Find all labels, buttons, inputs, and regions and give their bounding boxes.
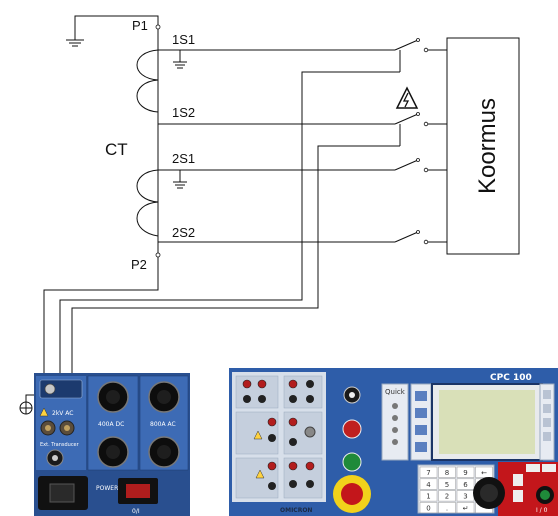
keypad-key-label: 8 [445, 469, 449, 477]
up-button[interactable] [513, 474, 523, 486]
quick-label: Quick [385, 388, 406, 396]
brand-label: OMICRON [280, 507, 312, 514]
keypad-key[interactable] [438, 478, 456, 490]
terminal-1s2-label: 1S2 [172, 105, 195, 120]
io-label: I / 0 [536, 507, 548, 514]
socket-group-3 [235, 411, 279, 455]
terminal-2s1-label: 2S1 [172, 151, 195, 166]
lcd-screen [439, 390, 535, 454]
keypad-key-label: 7 [426, 469, 430, 477]
power-switch-label: 0/I [132, 508, 140, 515]
socket-group-5 [235, 457, 279, 499]
circuit-lines [25, 15, 447, 404]
ac-label: 800A AC [150, 421, 176, 428]
switch-1s2 [394, 113, 419, 125]
p1-ground-wire [74, 15, 159, 40]
switch-1s1 [394, 39, 419, 51]
left-arrow-button[interactable] [526, 464, 540, 472]
test-lead-1 [59, 71, 400, 385]
start-button[interactable] [342, 452, 362, 472]
warning-mini-icon [39, 407, 49, 417]
keypad-key-label: 6 [463, 481, 468, 489]
keypad-key[interactable] [419, 466, 438, 478]
power-label: POWER [96, 485, 118, 492]
right-arrow-button[interactable] [542, 464, 556, 472]
terminal-2s2-label: 2S2 [172, 225, 195, 240]
keypad-key[interactable] [438, 490, 456, 502]
terminal-p1-label: P1 [132, 18, 148, 33]
keypad-key-label: ← [481, 469, 487, 477]
keypad-key[interactable] [456, 478, 475, 490]
model-label: CPC 100 [490, 373, 532, 383]
keypad-key-label: 9 [463, 469, 467, 477]
quick-panel [381, 383, 409, 461]
ct-coil-1 [136, 49, 159, 113]
switch-2s2 [394, 231, 419, 243]
ground-symbol-p1 [66, 39, 84, 47]
terminal-1s1-label: 1S1 [172, 32, 195, 47]
ground-symbol-1s1 [173, 50, 187, 69]
down-button[interactable] [513, 490, 523, 502]
ground-symbol-device [19, 401, 33, 415]
ext-transducer-label: Ext. Transducer [40, 442, 80, 448]
emergency-stop-button[interactable] [341, 483, 363, 505]
keypad-key[interactable] [438, 466, 456, 478]
left-device-panel: 2kV AC Ext. Transducer 400A DC 800A AC P… [34, 373, 190, 516]
load-label: Koormus [474, 98, 501, 194]
socket-group-4 [283, 411, 323, 455]
switch-2s1 [394, 159, 419, 171]
dc-label: 400A DC [98, 421, 124, 428]
keypad-key-label: 4 [426, 481, 431, 489]
keypad-key[interactable] [456, 502, 475, 514]
high-voltage-warning-icon [395, 86, 419, 109]
keypad-key-label: 5 [445, 481, 449, 489]
ct-label: CT [105, 140, 128, 159]
terminal-p2-label: P2 [131, 257, 147, 272]
keypad-key-label: 2 [445, 493, 449, 501]
right-device-panel: OMICRON Quick CPC 100 7 8 9 ← [229, 368, 558, 516]
keypad-key[interactable] [475, 466, 493, 478]
keypad-key-label: . [446, 504, 448, 512]
socket-group-1 [235, 375, 279, 409]
terminal-dots [155, 24, 429, 258]
ground-symbol-2s1 [173, 170, 187, 189]
keypad-key[interactable] [419, 490, 438, 502]
keypad-key-label: 1 [426, 493, 430, 501]
socket-group-2 [283, 375, 323, 409]
keypad-key[interactable] [438, 502, 456, 514]
load-box [446, 37, 520, 255]
keypad-key-label: 3 [463, 493, 467, 501]
keypad-key-label: 0 [426, 504, 430, 512]
ct-coil-2 [136, 169, 159, 237]
voltage-label: 2kV AC [52, 410, 74, 417]
test-lead-2 [71, 145, 400, 385]
keypad-key[interactable] [419, 502, 438, 514]
keypad-key[interactable] [419, 478, 438, 490]
socket-group-6 [283, 457, 323, 499]
keypad-key[interactable] [456, 466, 475, 478]
p2-lead [43, 255, 159, 385]
stop-button[interactable] [342, 419, 362, 439]
keypad-key-label: ↵ [463, 504, 469, 512]
